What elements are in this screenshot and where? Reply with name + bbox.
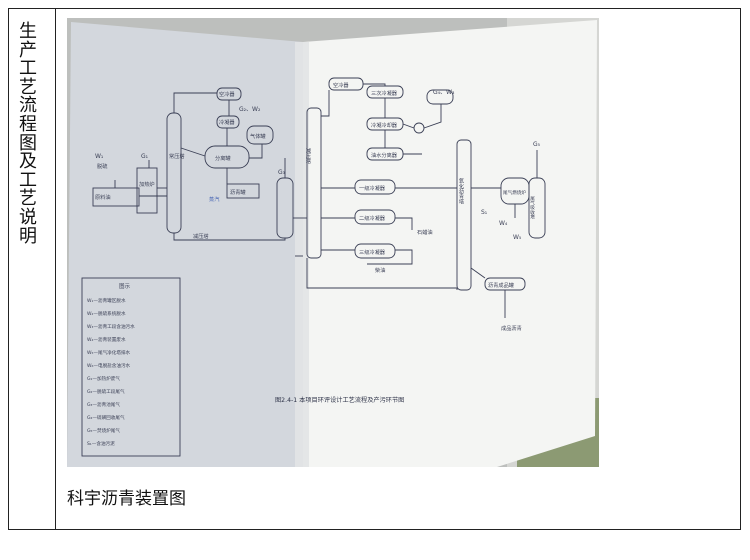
legend-item: W₄—沥青装置废水 (87, 336, 126, 343)
document-frame: 生产工艺流程图及工艺说明 (8, 8, 741, 530)
legend-item: W₁—沥青罐区脱水 (87, 297, 126, 304)
photo-svg: 原料油 加热炉 常压塔 空冷器 冷凝器 分离罐 气体罐 沥青罐 G₁ W₁ G₂… (67, 18, 599, 467)
legend-item: S₁—含油污泥 (87, 440, 115, 447)
label-notes-left: 脱硫 (97, 162, 107, 170)
legend-item: W₆—电脱盐含油污水 (87, 362, 131, 369)
legend-items: W₁—沥青罐区脱水 W₂—脱硫系统脱水 W₃—沥青工段含油污水 W₄—沥青装置废水 W₅… (87, 297, 135, 447)
label-column: 常压塔 (169, 152, 185, 160)
label-g1: G₁ (141, 153, 149, 160)
label-notes-bottom: 减压塔 (193, 232, 209, 240)
label-box6: 二级冷凝器 (359, 214, 386, 222)
side-title: 生产工艺流程图及工艺说明 (19, 21, 37, 247)
label-box4: 油水分离器 (371, 151, 398, 159)
label-w1: W₁ (95, 153, 104, 160)
label-cool: 冷凝器 (219, 118, 235, 126)
label-tank-b: 尾气吸收塔 (530, 196, 535, 220)
legend-item: G₄—硫磺回收尾气 (87, 414, 125, 421)
label-g2w2: G₂、W₂ (239, 106, 261, 113)
label-box5: 一级冷凝器 (359, 184, 386, 192)
label-steam: 蒸汽 (209, 195, 220, 203)
label-product1: 成品沥青 (501, 324, 522, 332)
left-page (67, 22, 303, 467)
process-flow-photo: 原料油 加热炉 常压塔 空冷器 冷凝器 分离罐 气体罐 沥青罐 G₁ W₁ G₂… (67, 18, 599, 467)
legend-title: 图示 (119, 282, 131, 290)
label-s1: S₁ (481, 209, 488, 216)
legend-item: W₂—脱硫系统脱水 (87, 310, 126, 317)
label-product3: 柴油 (375, 266, 385, 274)
label-top-box: 空冷器 (333, 81, 349, 89)
label-product2: 石蜡油 (417, 228, 433, 236)
caption: 科宇沥青装置图 (67, 489, 186, 509)
label-gas-tank: 气体罐 (250, 132, 266, 140)
label-bottom-box: 沥青成品罐 (488, 281, 514, 289)
legend-item: G₁—加热炉废气 (87, 375, 120, 382)
label-g3: G₃ (278, 169, 286, 176)
legend-item: W₅—尾气净化塔排水 (87, 349, 131, 356)
label-box3: 冷凝冷却器 (371, 121, 398, 129)
label-kong: 空冷器 (219, 90, 235, 98)
legend-item: G₃—沥青池尾气 (87, 401, 120, 408)
side-column: 生产工艺流程图及工艺说明 (9, 9, 56, 529)
legend-box (81, 277, 181, 457)
label-w5: W₅ (513, 234, 522, 241)
label-raw: 原料油 (95, 193, 111, 201)
label-w4: W₄ (499, 220, 508, 227)
label-sep: 分离罐 (215, 154, 231, 162)
label-asphalt: 沥青罐 (230, 188, 246, 196)
right-diagram (295, 77, 546, 318)
label-right-col: 氧化沥青塔 (458, 177, 464, 206)
label-furnace: 加热炉 (139, 180, 155, 188)
label-g5: G₅ (533, 141, 541, 148)
left-diagram (92, 87, 307, 241)
figure-caption: 图2.4-1 本项目环评设计工艺流程及产污环节图 (275, 396, 404, 404)
label-box2: 三次冷凝器 (371, 89, 398, 97)
label-side-col: 减压塔 (305, 147, 311, 165)
legend-item: G₂—脱硫工段尾气 (87, 388, 125, 395)
label-g4w3: G₄、W₃ (433, 89, 455, 96)
right-page (303, 20, 597, 467)
label-tank-a: 尾气燃烧炉 (503, 189, 526, 196)
label-box7: 三级冷凝器 (359, 248, 386, 256)
legend-item: W₃—沥青工段含油污水 (87, 323, 135, 330)
legend-item: G₅—焚烧炉尾气 (87, 427, 120, 434)
